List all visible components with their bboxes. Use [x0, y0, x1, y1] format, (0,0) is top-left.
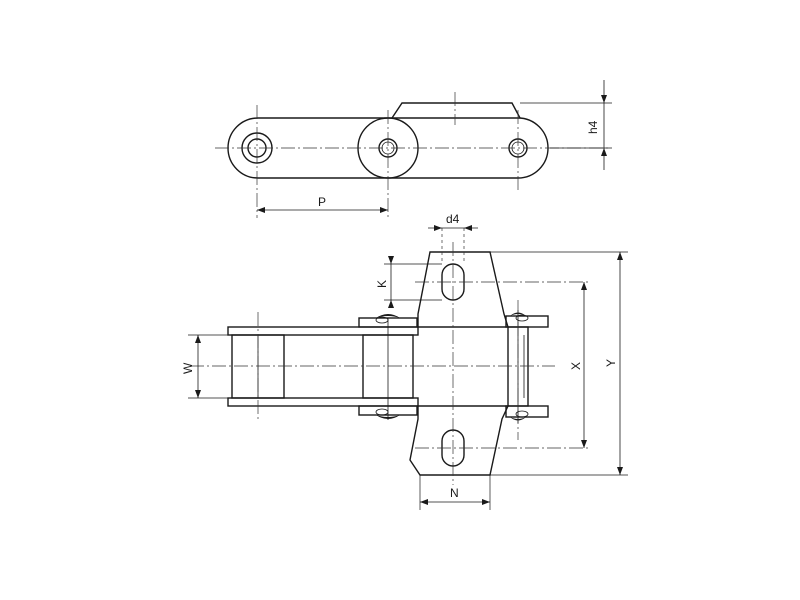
- label-Y: Y: [604, 359, 618, 367]
- attachment-top: [391, 102, 521, 119]
- label-X: X: [569, 362, 583, 370]
- attachment-upper-tab: [417, 251, 509, 328]
- label-K: K: [375, 280, 389, 288]
- left-link-plate: [227, 117, 419, 179]
- label-N: N: [450, 486, 459, 500]
- lower-outer-plate: [227, 397, 419, 407]
- upper-outer-plate: [227, 326, 419, 336]
- label-d4: d4: [446, 212, 460, 226]
- label-W: W: [181, 362, 195, 374]
- attachment-lower-tab: [409, 405, 510, 476]
- side-view: h4 P: [215, 80, 612, 218]
- label-P: P: [318, 195, 326, 209]
- label-h4: h4: [586, 120, 600, 134]
- plan-view: d4 K W X Y N: [181, 212, 628, 510]
